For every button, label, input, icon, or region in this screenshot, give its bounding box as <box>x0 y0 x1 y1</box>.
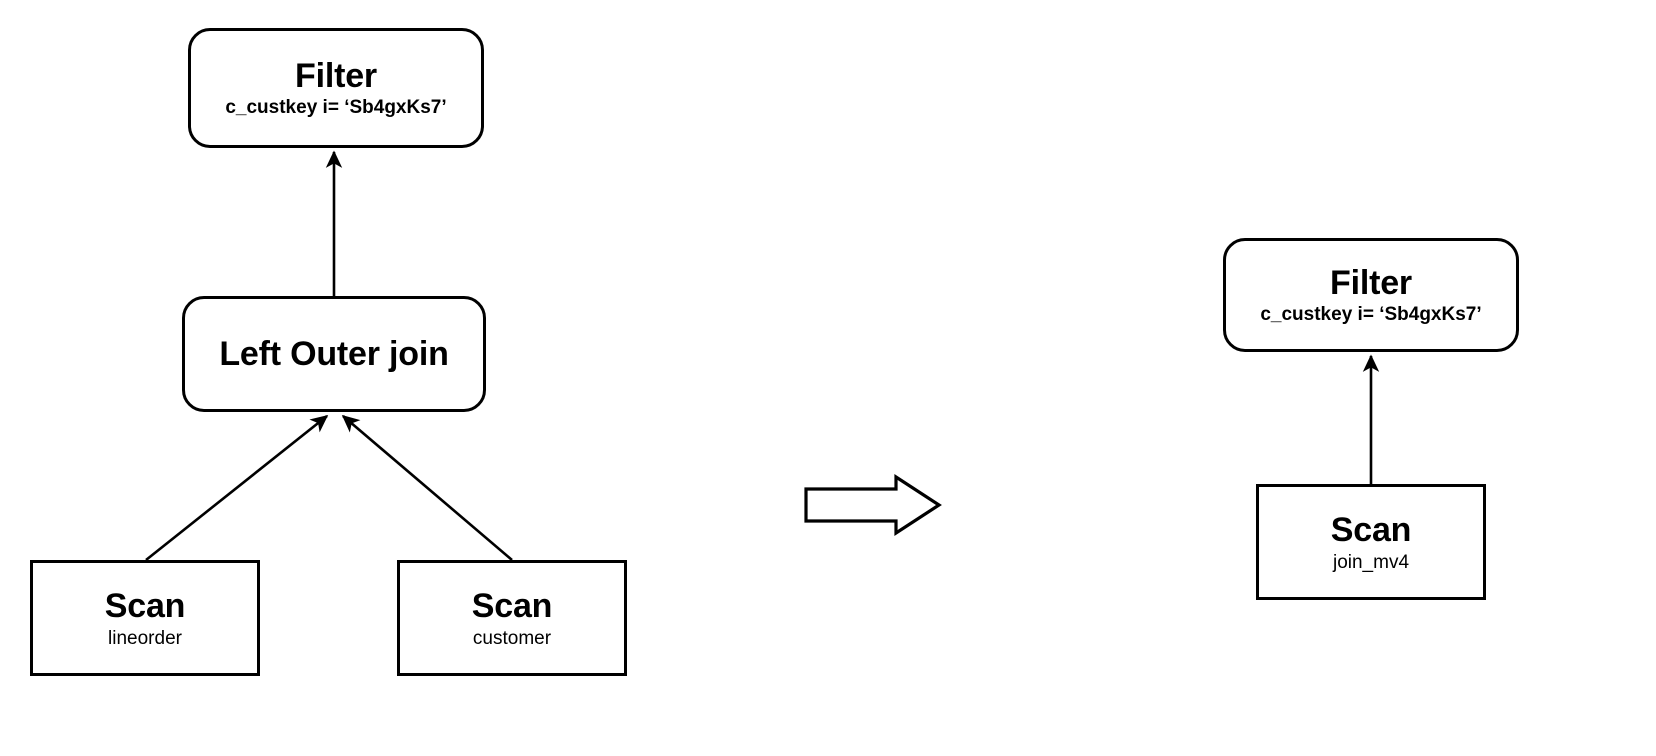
right-filter-node[interactable]: Filter c_custkey i= ‘Sb4gxKs7’ <box>1223 238 1519 352</box>
left-filter-predicate: c_custkey i= ‘Sb4gxKs7’ <box>225 97 447 119</box>
left-scan-customer-node[interactable]: Scan customer <box>397 560 627 676</box>
right-scan-mv-table: join_mv4 <box>1332 551 1410 573</box>
left-scan-lineorder-title: Scan <box>104 586 186 625</box>
right-filter-predicate: c_custkey i= ‘Sb4gxKs7’ <box>1260 304 1482 326</box>
right-scan-mv-title: Scan <box>1330 510 1412 549</box>
left-filter-title: Filter <box>295 57 377 96</box>
left-join-title: Left Outer join <box>219 334 449 373</box>
left-scan-lineorder-node[interactable]: Scan lineorder <box>30 560 260 676</box>
left-scan-lineorder-table: lineorder <box>108 627 182 649</box>
left-scan-customer-table: customer <box>472 627 552 649</box>
left-scan-customer-title: Scan <box>471 586 553 625</box>
right-scan-mv-node[interactable]: Scan join_mv4 <box>1256 484 1486 600</box>
right-filter-title: Filter <box>1330 264 1412 303</box>
left-join-node[interactable]: Left Outer join <box>182 296 486 412</box>
left-filter-node[interactable]: Filter c_custkey i= ‘Sb4gxKs7’ <box>188 28 484 148</box>
